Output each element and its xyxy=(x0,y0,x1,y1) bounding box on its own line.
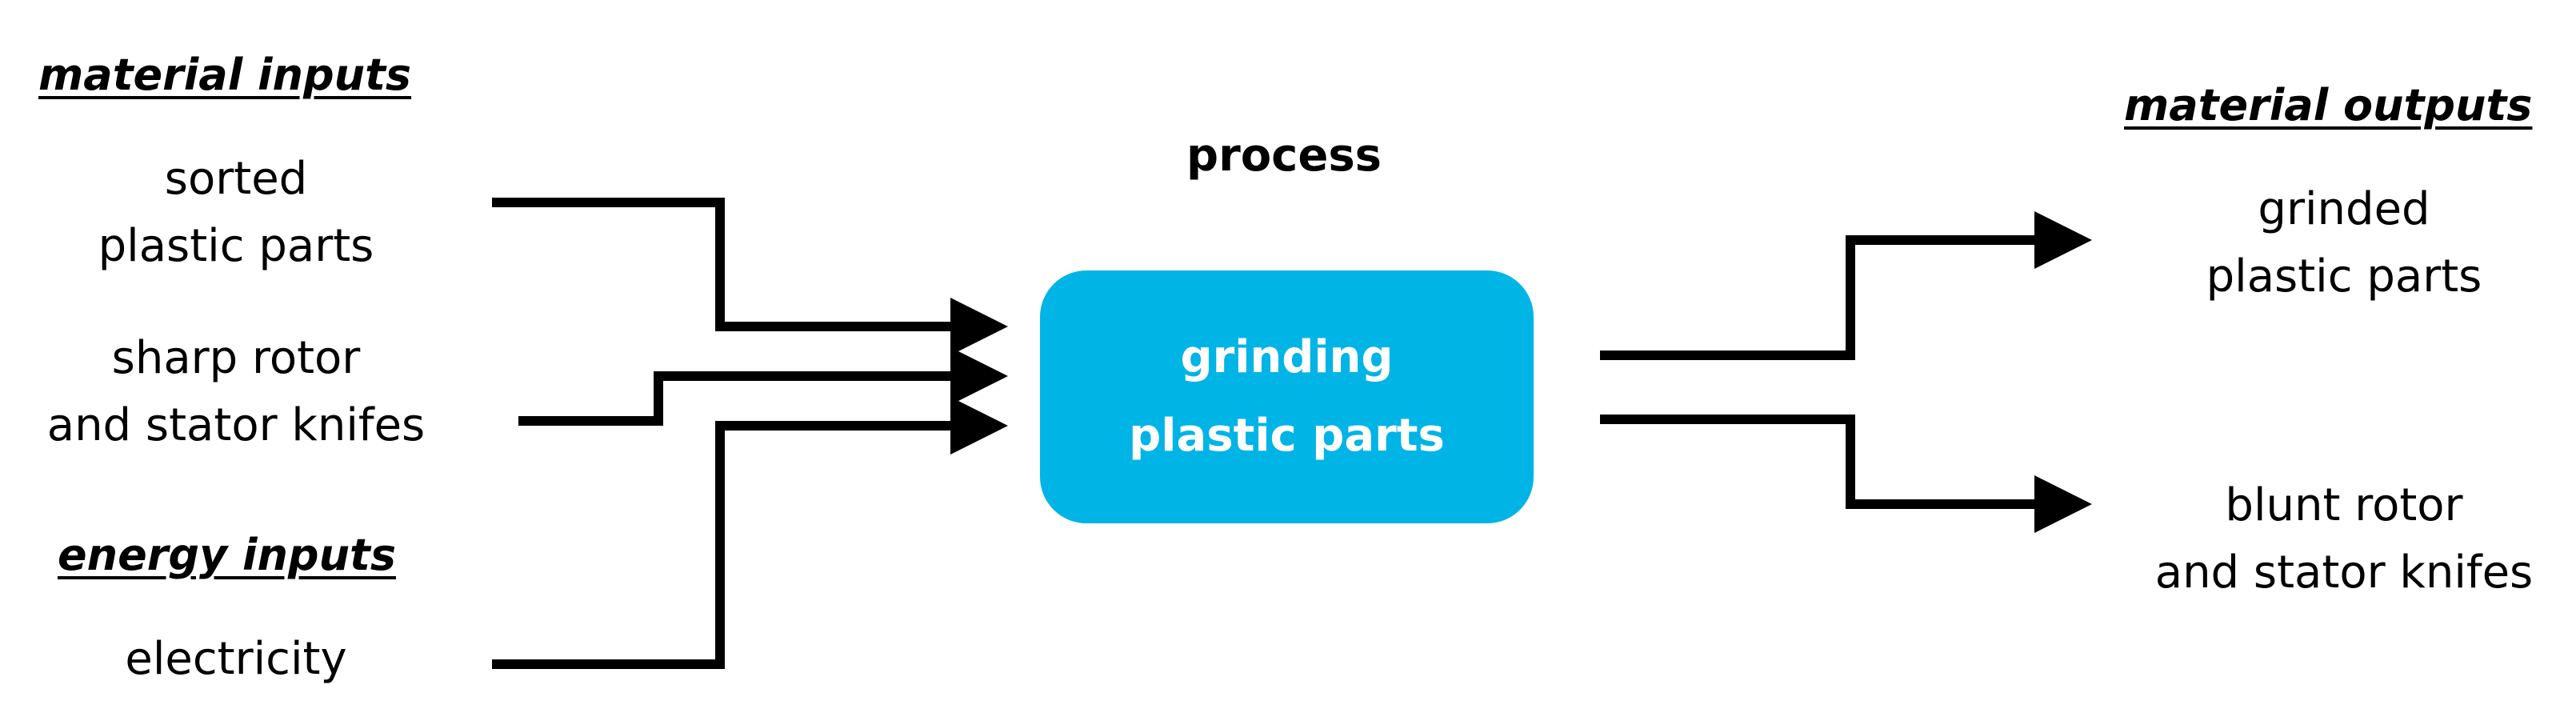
output-blunt-knifes: blunt rotor and stator knifes xyxy=(2154,479,2534,599)
arrow-blunt-knifes xyxy=(1600,415,2092,533)
input-sorted-plastic-parts: sorted plastic parts xyxy=(98,153,374,272)
process-heading: process xyxy=(1186,130,1382,182)
input-electricity: electricity xyxy=(125,633,347,685)
material-inputs-heading: material inputs xyxy=(38,50,412,100)
process-box-label: grinding plastic parts xyxy=(1129,331,1445,462)
process-box: grinding plastic parts xyxy=(1040,270,1534,523)
arrow-sharp-knifes xyxy=(518,347,1008,426)
output-grinded-plastic-parts: grinded plastic parts xyxy=(2206,183,2482,302)
arrow-sorted-plastic-parts xyxy=(492,198,1008,355)
material-outputs-heading: material outputs xyxy=(2124,80,2533,130)
input-sharp-knifes: sharp rotor and stator knifes xyxy=(46,332,426,451)
energy-inputs-heading: energy inputs xyxy=(58,530,396,580)
arrow-electricity xyxy=(492,397,1008,669)
arrow-grinded-plastic-parts xyxy=(1600,211,2092,360)
